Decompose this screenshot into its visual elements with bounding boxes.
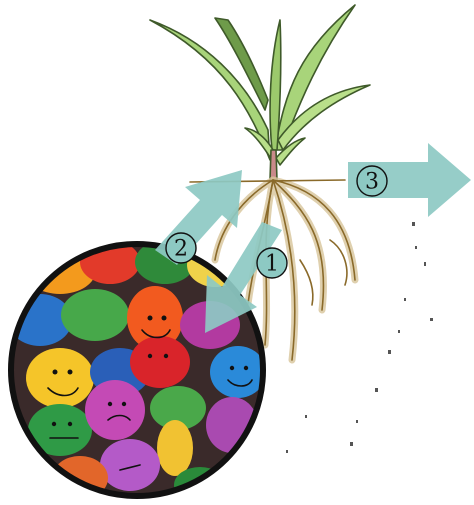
soil-flecks [286,222,433,453]
plant-shoot [150,5,370,180]
step-label-1: 1 [257,248,287,278]
stem [270,150,277,180]
leaf-left-top [150,20,270,160]
step-label-3: 3 [357,166,387,196]
step-2-number: 2 [174,237,188,262]
step-1-number: 1 [265,252,279,277]
step-label-2: 2 [166,233,196,263]
step-3-number: 3 [365,170,379,195]
